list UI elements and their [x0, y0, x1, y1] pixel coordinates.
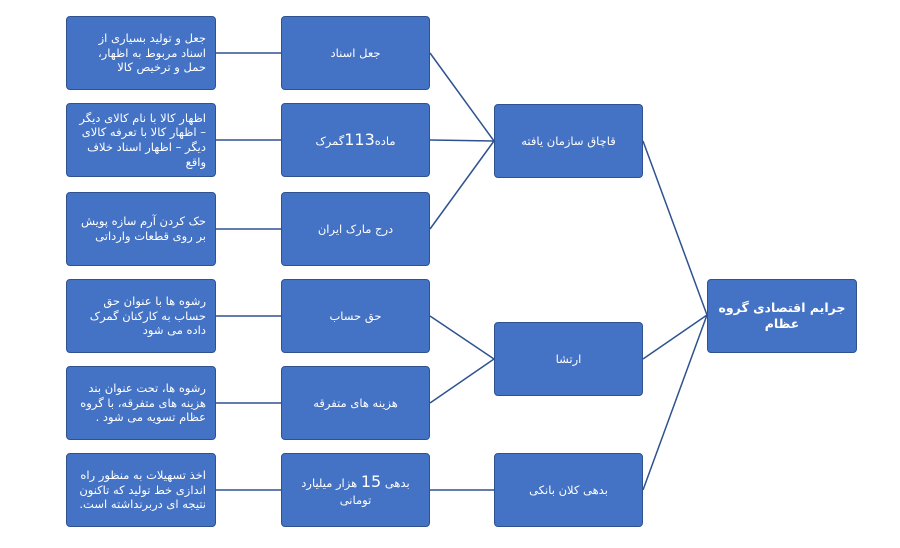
- branch-label: ارتشا: [555, 351, 582, 366]
- leaf-label: ماده113گمرک: [315, 130, 395, 151]
- connector-leaf5-branch2: [429, 358, 495, 404]
- description-text-2: اظهار کالا با نام کالای دیگر – اظهار کال…: [79, 110, 206, 169]
- connector-branch3-root: [642, 314, 708, 491]
- root-label: جرایم اقتصادی گروه عظام: [718, 299, 846, 331]
- description-text-3: حک کردن آرم سازه پویش بر روی قطعات واردا…: [80, 214, 206, 243]
- leaf-label: درج مارک ایران: [317, 221, 394, 236]
- leaf-box-iran-brand: درج مارک ایران: [281, 192, 430, 266]
- description-text-5: رشوه ها، تحت عنوان بند هزینه های متفرقه،…: [80, 380, 206, 425]
- branch-label: قاچاق سازمان یافته: [521, 133, 616, 148]
- leaf-box-customs-article: ماده113گمرک: [281, 103, 430, 177]
- leaf-label: هزینه های متفرقه: [313, 395, 398, 410]
- connector-leaf4-branch2: [429, 315, 495, 360]
- leaf-box-document-forgery: جعل اسناد: [281, 16, 430, 90]
- description-text-4: رشوه ها با عنوان حق حساب به کارکنان گمرک…: [89, 293, 206, 338]
- leaf-label: بدهی 15 هزار میلیارد تومانی: [290, 472, 421, 508]
- leaf-label-number: 113: [344, 129, 375, 149]
- description-box-3: حک کردن آرم سازه پویش بر روی قطعات واردا…: [66, 192, 216, 266]
- description-box-5: رشوه ها، تحت عنوان بند هزینه های متفرقه،…: [66, 366, 216, 440]
- leaf-box-misc-expenses: هزینه های متفرقه: [281, 366, 430, 440]
- connector-leaf2-branch1: [429, 139, 495, 142]
- leaf-box-bank-debt-amount: بدهی 15 هزار میلیارد تومانی: [281, 453, 430, 527]
- root-box-economic-crimes: جرایم اقتصادی گروه عظام: [707, 279, 857, 353]
- description-box-6: اخذ تسهیلات به منظور راه اندازی خط تولید…: [66, 453, 216, 527]
- leaf-label-prefix: ماده: [374, 133, 396, 148]
- leaf-label-suffix: گمرک: [315, 133, 345, 148]
- leaf-box-bribe-fee: حق حساب: [281, 279, 430, 353]
- branch-box-bribery: ارتشا: [494, 322, 643, 396]
- connector-branch2-root: [642, 314, 708, 360]
- leaf-label-prefix: بدهی: [381, 476, 410, 491]
- description-box-2: اظهار کالا با نام کالای دیگر – اظهار کال…: [66, 103, 216, 177]
- leaf-label: جعل اسناد: [330, 45, 381, 60]
- connector-branch1-root: [642, 140, 708, 316]
- branch-box-bank-debt: بدهی کلان بانکی: [494, 453, 643, 527]
- leaf-label-suffix: هزار میلیارد تومانی: [301, 476, 372, 507]
- connector-leaf3-branch1: [429, 140, 495, 230]
- description-text-6: اخذ تسهیلات به منظور راه اندازی خط تولید…: [79, 467, 206, 512]
- leaf-label-number: 15: [360, 472, 382, 492]
- description-text-1: جعل و تولید بسیاری از اسناد مربوط به اظه…: [98, 30, 206, 75]
- branch-label: بدهی کلان بانکی: [529, 482, 608, 497]
- description-box-1: جعل و تولید بسیاری از اسناد مربوط به اظه…: [66, 16, 216, 90]
- connector-leaf1-branch1: [429, 52, 495, 142]
- description-box-4: رشوه ها با عنوان حق حساب به کارکنان گمرک…: [66, 279, 216, 353]
- branch-box-organized-smuggling: قاچاق سازمان یافته: [494, 104, 643, 178]
- leaf-label: حق حساب: [329, 308, 382, 323]
